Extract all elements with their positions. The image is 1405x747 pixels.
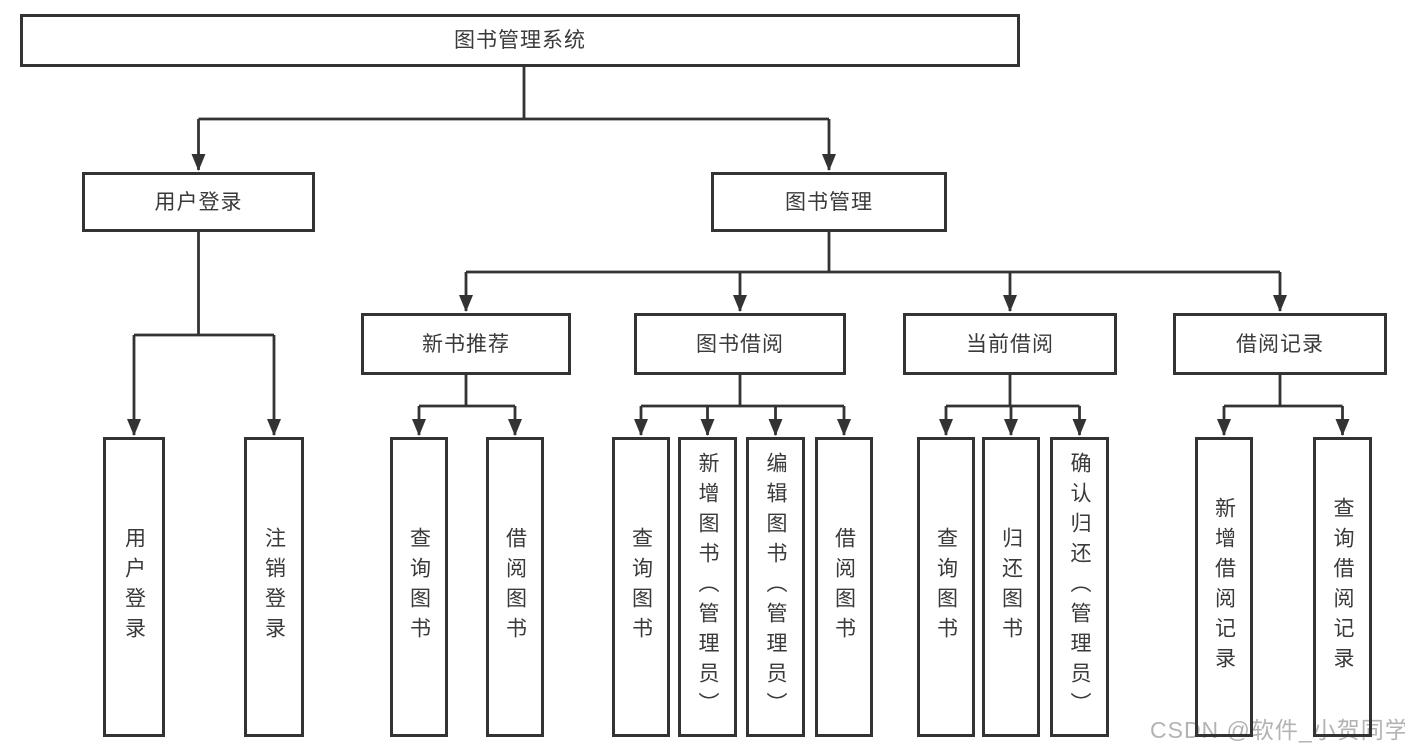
leaf-current-confirm-return-admin: 确认归还（管理员） (1050, 437, 1109, 737)
node-current-borrowing: 当前借阅 (903, 313, 1117, 375)
leaf-records-query-record: 查询借阅记录 (1313, 437, 1372, 737)
leaf-current-query-books-label: 查询图书 (934, 527, 958, 647)
leaf-records-query-record-label: 查询借阅记录 (1331, 497, 1354, 677)
leaf-borrow-edit-books-admin: 编辑图书（管理员） (746, 437, 805, 737)
node-borrowing-records: 借阅记录 (1173, 313, 1387, 375)
leaf-borrow-add-books-admin: 新增图书（管理员） (678, 437, 737, 737)
leaf-borrow-query-books: 查询图书 (612, 437, 670, 737)
leaf-recommend-borrow-books-label: 借阅图书 (503, 527, 527, 647)
leaf-records-add-record: 新增借阅记录 (1195, 437, 1253, 737)
leaf-recommend-query-books-label: 查询图书 (407, 527, 431, 647)
leaf-logout-login: 注销登录 (244, 437, 304, 737)
leaf-borrow-query-books-label: 查询图书 (629, 527, 653, 647)
leaf-records-add-record-label: 新增借阅记录 (1212, 497, 1236, 677)
node-new-book-recommend: 新书推荐 (361, 313, 571, 375)
node-book-borrowing: 图书借阅 (634, 313, 846, 375)
leaf-borrow-edit-books-admin-label: 编辑图书（管理员） (764, 452, 787, 722)
leaf-current-confirm-return-admin-label: 确认归还（管理员） (1068, 452, 1091, 722)
node-book-management: 图书管理 (711, 172, 947, 232)
node-root-system: 图书管理系统 (20, 14, 1020, 67)
connector-trunks (134, 67, 1343, 408)
leaf-recommend-query-books: 查询图书 (390, 437, 448, 737)
leaf-current-query-books: 查询图书 (917, 437, 975, 737)
leaf-borrow-borrow-books-label: 借阅图书 (832, 527, 856, 647)
leaf-current-return-books-label: 归还图书 (999, 527, 1023, 647)
leaf-user-login: 用户登录 (103, 437, 165, 737)
leaf-recommend-borrow-books: 借阅图书 (486, 437, 544, 737)
leaf-logout-login-label: 注销登录 (262, 527, 286, 647)
leaf-borrow-add-books-admin-label: 新增图书（管理员） (696, 452, 719, 722)
leaf-user-login-label: 用户登录 (122, 527, 146, 647)
leaf-current-return-books: 归还图书 (982, 437, 1040, 737)
leaf-borrow-borrow-books: 借阅图书 (815, 437, 873, 737)
csdn-watermark: CSDN @软件_小贺同学 (1150, 717, 1405, 743)
node-user-login: 用户登录 (82, 172, 315, 232)
